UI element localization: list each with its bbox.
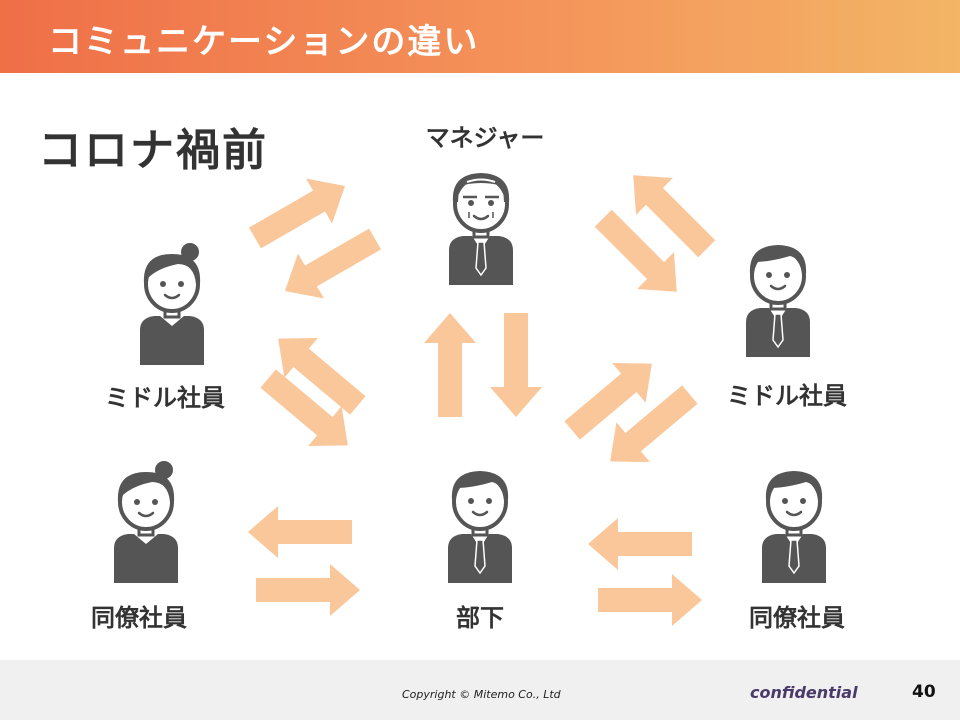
arrow-subordinate-to-peer-left bbox=[248, 506, 352, 558]
page-title: コミュニケーションの違い bbox=[48, 22, 480, 62]
middle-right-figure bbox=[744, 243, 812, 359]
peer-right-label: 同僚社員 bbox=[749, 604, 845, 632]
footer-bar bbox=[0, 660, 960, 720]
manager-label: マネジャー bbox=[425, 124, 545, 152]
subordinate-label: 部下 bbox=[456, 604, 504, 632]
middle-left-figure bbox=[138, 241, 206, 367]
middle-left-label: ミドル社員 bbox=[105, 384, 225, 412]
arrow-peer-left-to-subordinate bbox=[256, 564, 360, 616]
arrow-subordinate-to-manager bbox=[424, 313, 476, 417]
copyright-text: Copyright © Mitemo Co., Ltd bbox=[402, 688, 561, 701]
peer-left-figure bbox=[112, 459, 180, 585]
section-label: コロナ禍前 bbox=[38, 125, 268, 176]
manager-figure bbox=[447, 171, 515, 287]
arrow-peer-right-to-subordinate bbox=[588, 518, 692, 570]
page-number: 40 bbox=[912, 682, 936, 702]
title-bar: コミュニケーションの違い bbox=[0, 0, 960, 73]
middle-right-label: ミドル社員 bbox=[727, 382, 847, 410]
peer-right-figure bbox=[760, 469, 828, 585]
arrow-subordinate-to-peer-right bbox=[598, 574, 702, 626]
subordinate-figure bbox=[446, 469, 514, 585]
confidential-label: confidential bbox=[750, 683, 858, 702]
peer-left-label: 同僚社員 bbox=[91, 604, 187, 632]
arrow-manager-to-subordinate bbox=[490, 313, 542, 417]
